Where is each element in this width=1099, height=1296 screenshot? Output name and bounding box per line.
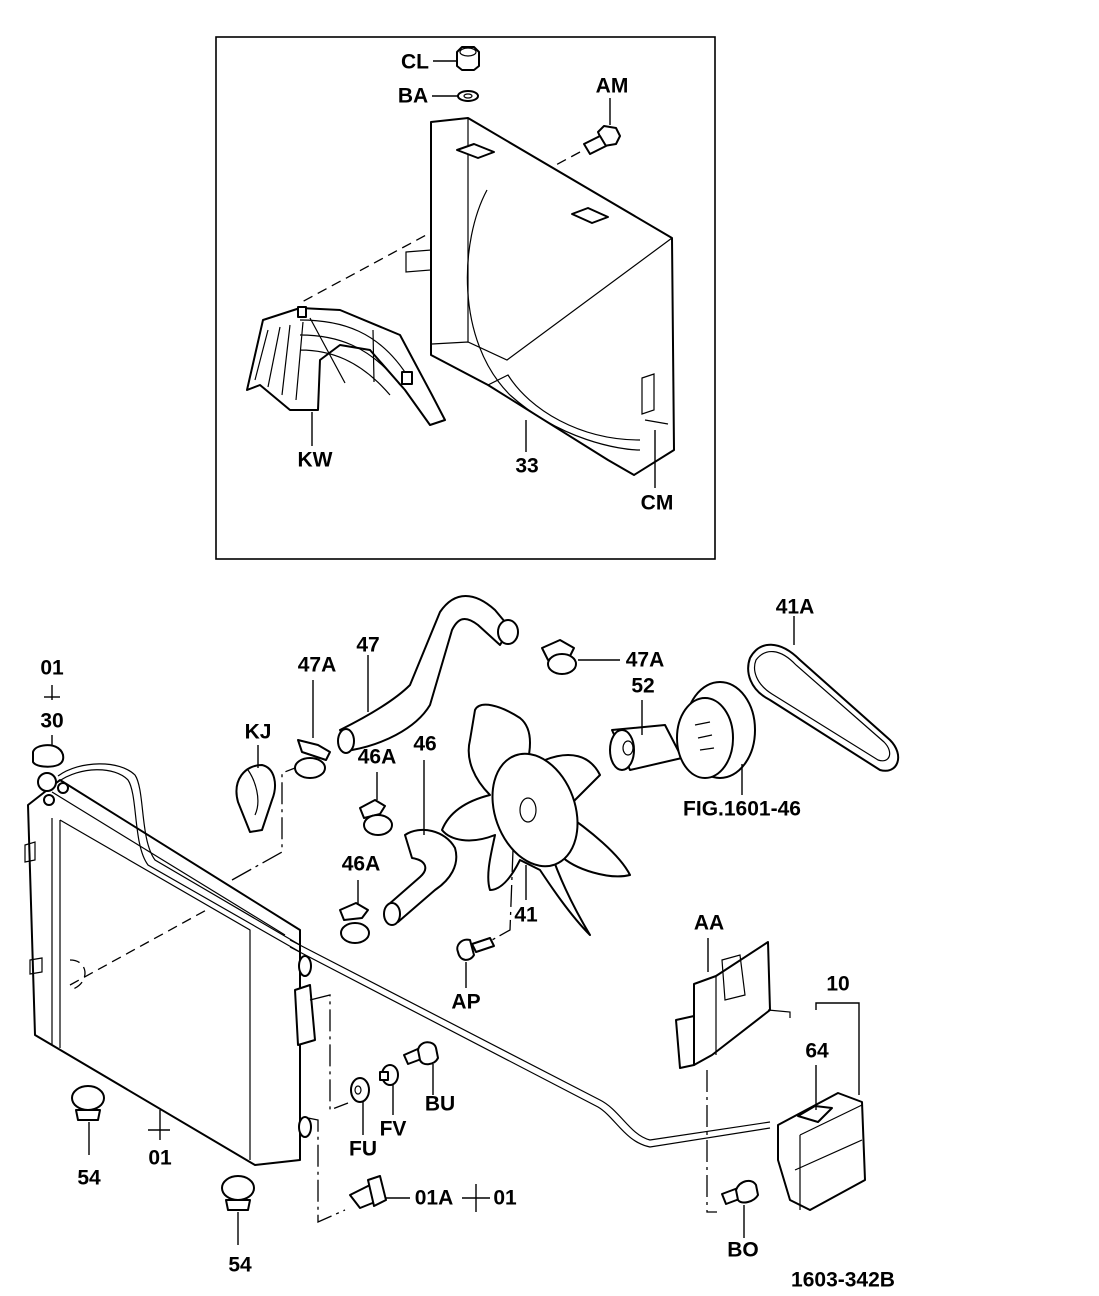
bolt-bu xyxy=(403,1041,439,1095)
drain-plug xyxy=(307,1117,490,1224)
fan-spacer xyxy=(609,700,683,771)
callout-54-left: 54 xyxy=(77,1166,101,1190)
callout-01a: 01A xyxy=(414,1186,454,1210)
callout-kw: KW xyxy=(297,448,333,472)
leader-fu xyxy=(309,994,349,1111)
upper-hose xyxy=(337,595,519,754)
fan-shroud xyxy=(405,117,675,488)
callout-bo: BO xyxy=(727,1238,759,1262)
hose-clamp-47a-left xyxy=(294,680,331,779)
bolt-ap xyxy=(456,937,495,988)
callout-52: 52 xyxy=(631,674,655,698)
hose-clamp-47a-right xyxy=(541,639,620,675)
callout-64: 64 xyxy=(805,1039,829,1063)
callout-fu: FU xyxy=(349,1137,377,1161)
collar-fv xyxy=(379,1064,399,1115)
callout-54-right: 54 xyxy=(228,1253,252,1277)
radiator-cap xyxy=(32,685,65,768)
reservoir-tank xyxy=(777,1002,866,1211)
inset-frame xyxy=(215,36,716,560)
cooling-fan xyxy=(441,703,631,941)
callout-bu: BU xyxy=(424,1092,456,1116)
callout-47a-right: 47A xyxy=(625,648,665,672)
bracket-aa xyxy=(675,938,791,1213)
callout-cl: CL xyxy=(401,50,429,74)
lower-hose xyxy=(383,760,458,926)
nut-cl xyxy=(433,46,480,71)
callout-46a-upper: 46A xyxy=(357,745,397,769)
callout-30: 30 xyxy=(40,709,64,733)
washer-ba xyxy=(432,90,479,102)
bolt-bo xyxy=(721,1179,759,1238)
hose-clamp-46a-upper xyxy=(359,772,393,836)
rubber-mount-right xyxy=(221,1175,255,1245)
rubber-mount-left xyxy=(71,1085,105,1155)
callout-46: 46 xyxy=(413,732,437,756)
callout-ap: AP xyxy=(451,990,481,1014)
callout-01-top: 01 xyxy=(40,656,64,680)
overflow-pipe xyxy=(289,939,771,1148)
callout-01-bottom: 01 xyxy=(148,1146,172,1170)
callout-cm: CM xyxy=(640,491,674,515)
fan-guard-kw xyxy=(246,306,446,446)
figure-id: 1603-342B xyxy=(791,1268,895,1292)
radiator xyxy=(24,763,316,1166)
callout-47: 47 xyxy=(356,633,380,657)
callout-kj: KJ xyxy=(244,720,272,744)
callout-aa: AA xyxy=(693,911,725,935)
callout-47a-left: 47A xyxy=(297,653,337,677)
callout-10: 10 xyxy=(826,972,850,996)
callout-fv: FV xyxy=(379,1117,407,1141)
callout-33: 33 xyxy=(515,454,539,478)
bushing-fu xyxy=(350,1077,370,1135)
drive-belt xyxy=(747,616,900,772)
callout-01-right: 01 xyxy=(493,1186,517,1210)
callout-41a: 41A xyxy=(775,595,815,619)
callout-46a-lower: 46A xyxy=(341,852,381,876)
callout-am: AM xyxy=(595,74,629,98)
callout-41: 41 xyxy=(514,903,538,927)
water-pump-pulley xyxy=(676,681,756,795)
callout-fig-ref: FIG.1601-46 xyxy=(683,797,801,821)
clip-kj xyxy=(231,745,296,881)
callout-ba: BA xyxy=(397,84,429,108)
hose-clamp-46a-lower xyxy=(339,880,370,944)
